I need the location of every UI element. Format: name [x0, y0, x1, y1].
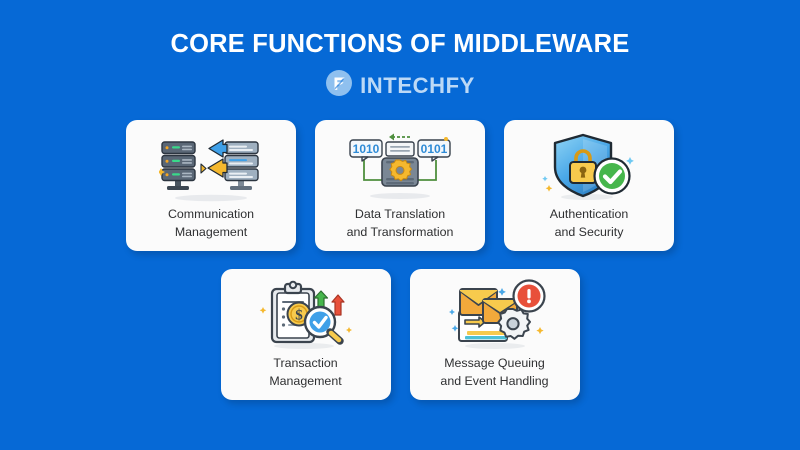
brand-lockup: INTECHFY: [325, 69, 475, 102]
card-authentication-and-security[interactable]: Authentication and Security: [504, 120, 674, 252]
binary-left-text: 1010: [353, 142, 380, 156]
card-label-line1: Data Translation: [354, 207, 446, 222]
card-label: Message Queuing and Event Handling: [434, 355, 554, 391]
card-label-line2: Management: [174, 225, 248, 240]
card-label-line2: and Security: [554, 225, 624, 240]
card-label: Communication Management: [162, 206, 260, 242]
data-gear-binary-icon: 1010 0101: [345, 129, 455, 204]
binary-right-text: 0101: [421, 142, 448, 156]
brand-name: INTECHFY: [360, 72, 475, 98]
clipboard-coin-magnifier-icon: $: [251, 278, 361, 353]
card-label-line1: Communication: [167, 207, 255, 222]
page-title: CORE FUNCTIONS OF MIDDLEWARE: [170, 30, 630, 58]
card-label-line2: Management: [269, 374, 342, 389]
card-label: Authentication and Security: [544, 206, 635, 242]
card-label: Data Translation and Transformation: [341, 206, 460, 242]
card-label-line1: Transaction: [273, 356, 338, 371]
servers-exchange-icon: [156, 129, 266, 204]
card-communication-management[interactable]: Communication Management: [126, 120, 296, 252]
card-transaction-management[interactable]: $ Tra: [220, 269, 391, 401]
card-label: Transaction Management: [263, 355, 347, 391]
shield-lock-check-icon: [534, 129, 644, 204]
card-row-1: Communication Management: [0, 120, 800, 252]
card-data-translation-and-transformation[interactable]: 1010 0101 Data Translation and Transform…: [315, 120, 485, 252]
envelopes-gear-alert-icon: [440, 278, 550, 353]
svg-text:$: $: [295, 307, 303, 323]
card-label-line1: Authentication: [549, 207, 629, 222]
card-grid: Communication Management: [0, 120, 800, 401]
card-label-line2: and Event Handling: [440, 374, 549, 389]
card-row-2: $ Tra: [0, 269, 800, 401]
card-label-line2: and Transformation: [346, 225, 454, 240]
intechfy-logo-icon: [325, 69, 353, 102]
card-message-queuing-and-event-handling[interactable]: Message Queuing and Event Handling: [409, 269, 580, 401]
card-label-line1: Message Queuing: [444, 356, 545, 371]
